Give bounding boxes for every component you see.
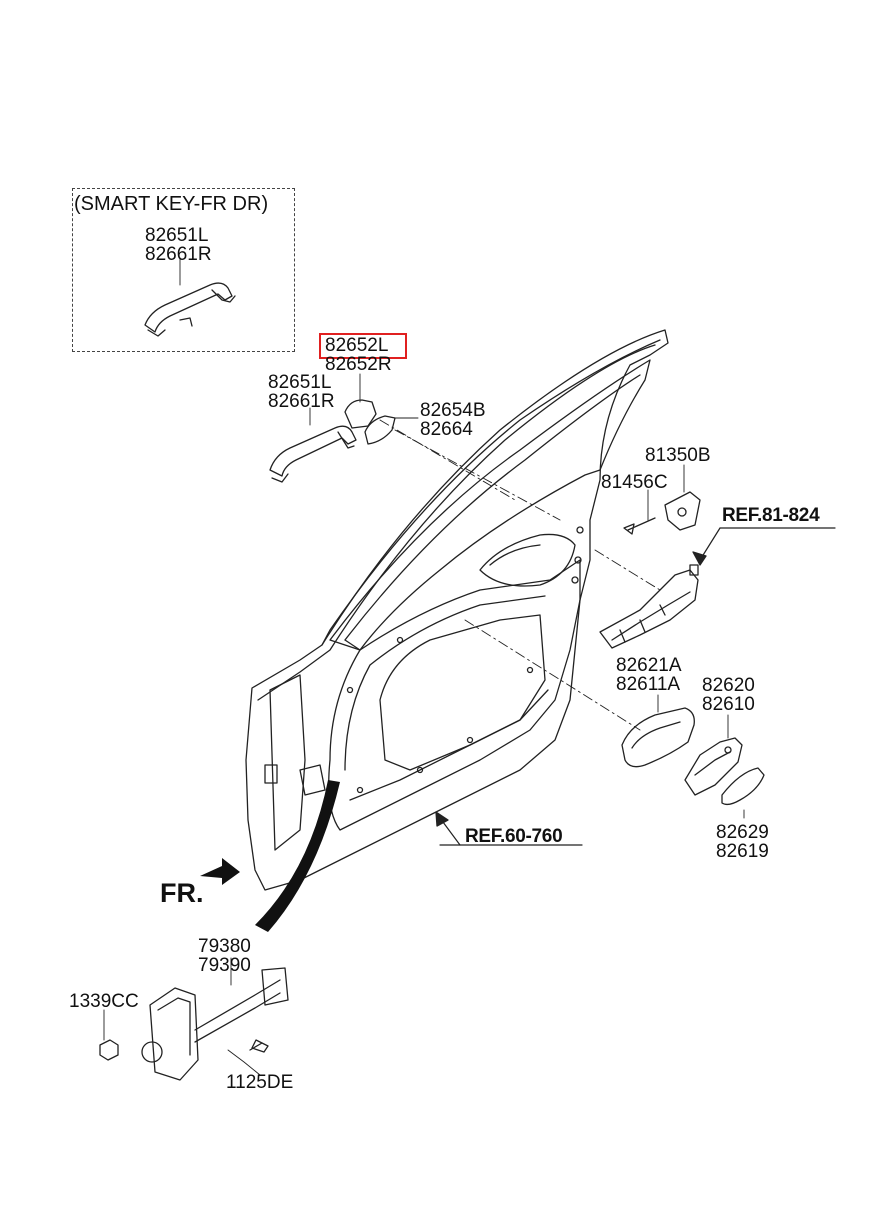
smart-key-handle [144, 282, 236, 337]
part-81456c[interactable]: 81456C [601, 472, 668, 493]
smart-key-part-l: 82651L [145, 225, 209, 246]
inner-handle-bezel [721, 767, 765, 806]
part-82611a[interactable]: 82611A [616, 674, 681, 695]
inner-handle-mechanism [684, 737, 743, 796]
highlight-box [319, 333, 407, 359]
part-82619[interactable]: 82619 [716, 841, 769, 862]
part-82610[interactable]: 82610 [702, 694, 755, 715]
part-79390[interactable]: 79390 [198, 955, 251, 976]
part-82621a[interactable]: 82621A [616, 655, 682, 676]
checker-pointer [255, 780, 340, 932]
door-checker [99, 967, 289, 1081]
leader-lines [103, 257, 745, 1076]
ref-81-824[interactable]: REF.81-824 [722, 505, 820, 526]
part-82652l[interactable]: 82652L [325, 335, 389, 356]
ref-60-760[interactable]: REF.60-760 [465, 826, 563, 847]
part-81350b[interactable]: 81350B [645, 445, 711, 466]
handle-cap [344, 399, 377, 429]
handle-cover [364, 415, 396, 445]
smart-key-title: (SMART KEY-FR DR) [74, 193, 269, 215]
front-direction-label: FR. [160, 878, 204, 908]
part-82664[interactable]: 82664 [420, 419, 473, 440]
door-lock-actuator [599, 564, 699, 649]
part-82661r[interactable]: 82661R [268, 391, 335, 412]
door-panel [245, 329, 669, 891]
front-arrow [200, 858, 240, 885]
part-82652r[interactable]: 82652R [325, 354, 392, 375]
door-lock-latch [623, 491, 701, 535]
smart-key-box [72, 188, 295, 352]
part-82654b[interactable]: 82654B [420, 400, 486, 421]
outer-door-handle [269, 425, 357, 483]
part-1125de[interactable]: 1125DE [226, 1072, 294, 1093]
inner-door-handle [621, 707, 695, 768]
part-1339cc[interactable]: 1339CC [69, 991, 139, 1012]
part-79380[interactable]: 79380 [198, 936, 251, 957]
part-82651l[interactable]: 82651L [268, 372, 332, 393]
smart-key-part-r: 82661R [145, 244, 212, 265]
part-82620[interactable]: 82620 [702, 675, 755, 696]
projection-lines [379, 419, 661, 731]
part-82629[interactable]: 82629 [716, 822, 769, 843]
